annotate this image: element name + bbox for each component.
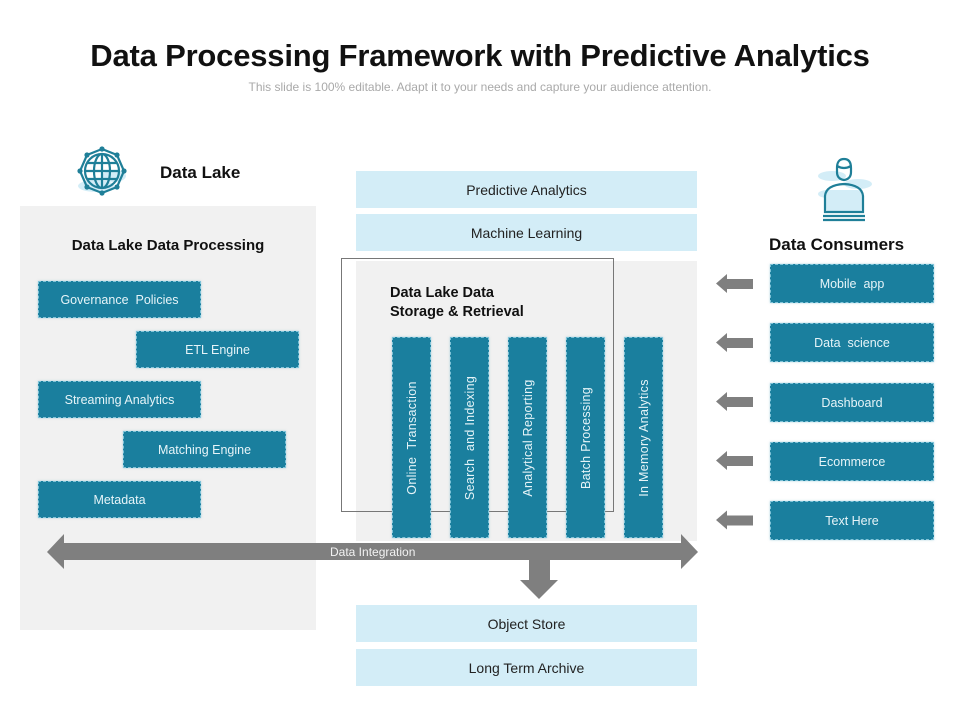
column-label: In Memory Analytics	[636, 378, 651, 497]
data-lake-processing-heading: Data Lake Data Processing	[71, 237, 265, 254]
layer-label: Machine Learning	[470, 224, 583, 241]
slide-subtitle: This slide is 100% editable. Adapt it to…	[248, 80, 712, 94]
consumer-item-label: Text Here	[825, 513, 879, 528]
processing-item-label: Governance Policies	[60, 292, 179, 307]
column-label: Online Transaction	[404, 380, 419, 495]
left-arrow-icon	[716, 333, 753, 352]
consumer-item-label: Dashboard	[821, 395, 883, 410]
globe-network-icon	[74, 146, 130, 198]
processing-item-streaming-analytics[interactable]: Streaming Analytics	[38, 381, 201, 418]
left-arrow-icon	[716, 510, 753, 530]
column-label: Search and Indexing	[462, 375, 477, 500]
consumer-item-text-here[interactable]: Text Here	[770, 501, 934, 540]
column-batch-processing[interactable]: Batch Processing	[566, 337, 605, 538]
processing-item-label: Streaming Analytics	[64, 392, 175, 407]
column-in-memory-analytics[interactable]: In Memory Analytics	[624, 337, 663, 538]
data-consumers-heading: Data Consumers	[769, 235, 905, 254]
column-label: Analytical Reporting	[520, 378, 535, 497]
data-lake-heading: Data Lake	[160, 163, 241, 182]
left-arrow-icon	[716, 451, 753, 470]
processing-item-label: Matching Engine	[157, 442, 252, 457]
consumer-item-label: Data science	[814, 335, 890, 350]
column-analytical-reporting[interactable]: Analytical Reporting	[508, 337, 547, 538]
down-arrow-icon	[520, 560, 558, 599]
consumer-item-mobile-app[interactable]: Mobile app	[770, 264, 934, 303]
left-arrow-icon	[716, 392, 753, 411]
storage-heading-line1: Data Lake Data	[390, 285, 494, 301]
processing-item-matching-engine[interactable]: Matching Engine	[123, 431, 286, 468]
processing-item-label: ETL Engine	[185, 342, 250, 357]
layer-label: Object Store	[487, 615, 566, 632]
layer-predictive-analytics[interactable]: Predictive Analytics	[356, 171, 697, 208]
user-laptop-icon	[812, 156, 876, 222]
processing-item-label: Metadata	[93, 492, 146, 507]
column-online-transaction[interactable]: Online Transaction	[392, 337, 431, 538]
consumer-item-label: Mobile app	[819, 276, 885, 291]
storage-heading-line2: Storage & Retrieval	[390, 304, 524, 320]
slide-title: Data Processing Framework with Predictiv…	[90, 38, 870, 73]
layer-label: Long Term Archive	[468, 659, 585, 676]
left-arrow-icon	[716, 274, 753, 293]
layer-long-term-archive[interactable]: Long Term Archive	[356, 649, 697, 686]
layer-object-store[interactable]: Object Store	[356, 605, 697, 642]
processing-item-metadata[interactable]: Metadata	[38, 481, 201, 518]
layer-label: Predictive Analytics	[466, 181, 587, 198]
column-label: Batch Processing	[578, 386, 593, 489]
processing-item-etl-engine[interactable]: ETL Engine	[136, 331, 299, 368]
data-integration-label: Data Integration	[330, 545, 416, 559]
consumer-item-label: Ecommerce	[818, 454, 886, 469]
consumer-item-ecommerce[interactable]: Ecommerce	[770, 442, 934, 481]
storage-retrieval-heading: Data Lake Data Storage & Retrieval	[390, 284, 524, 322]
column-search-and-indexing[interactable]: Search and Indexing	[450, 337, 489, 538]
data-lake-panel	[20, 206, 316, 630]
processing-item-governance-policies[interactable]: Governance Policies	[38, 281, 201, 318]
consumer-item-dashboard[interactable]: Dashboard	[770, 383, 934, 422]
layer-machine-learning[interactable]: Machine Learning	[356, 214, 697, 251]
consumer-item-data-science[interactable]: Data science	[770, 323, 934, 362]
